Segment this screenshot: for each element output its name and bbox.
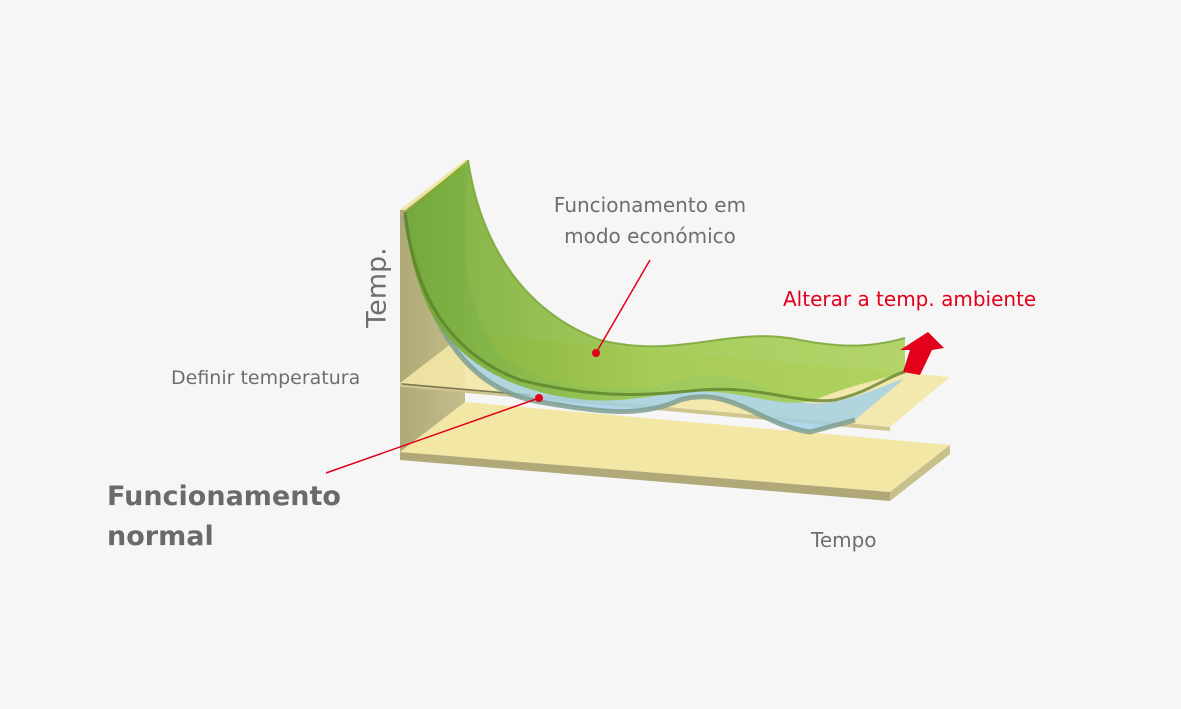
- eco-mode-surface: [403, 159, 906, 403]
- normal-operation-label: Funcionamento normal: [107, 477, 341, 557]
- set-temperature-label: Definir temperatura: [171, 367, 361, 389]
- normal-operation-label-line2: normal: [107, 521, 214, 552]
- arrow-up-icon: [900, 332, 944, 375]
- change-ambient-label: Alterar a temp. ambiente: [783, 287, 1037, 311]
- eco-mode-label-line2: modo económico: [564, 224, 736, 248]
- temperature-axis-label: Temp.: [361, 247, 393, 328]
- time-axis-label: Tempo: [811, 528, 877, 552]
- eco-mode-label-line1: Funcionamento em: [553, 193, 747, 217]
- leader-normal: [325, 394, 543, 474]
- floor-plane: [400, 402, 950, 501]
- eco-mode-label: Funcionamento em modo económico: [480, 190, 820, 252]
- normal-operation-label-line1: Funcionamento: [107, 481, 341, 512]
- leader-eco: [592, 259, 651, 357]
